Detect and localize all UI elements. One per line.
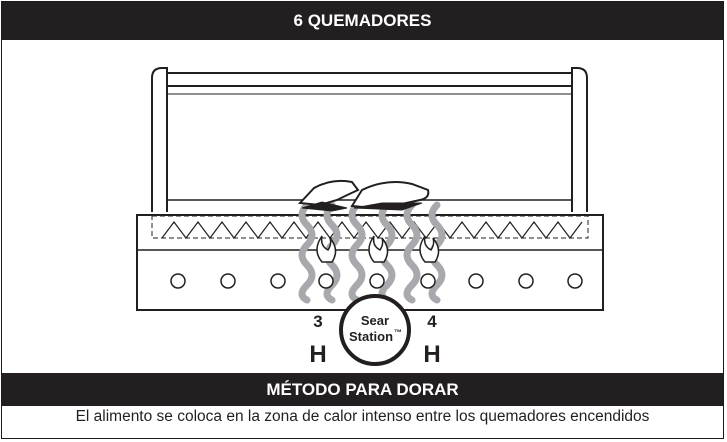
flavorizer-bars: [161, 221, 583, 239]
right-burner-number: 4: [427, 312, 437, 331]
right-burner-setting: H: [423, 341, 440, 368]
burner-flames: [316, 235, 440, 263]
trademark-mark: ™: [394, 328, 402, 337]
sear-station-line2: Station: [349, 329, 393, 344]
header-title: 6 QUEMADORES: [293, 11, 432, 30]
grill-diagram: Sear Station ™ 3 H 4 H: [136, 67, 604, 368]
header-bar: 6 QUEMADORES: [2, 2, 723, 40]
sear-station-line1: Sear: [361, 313, 389, 328]
sear-station-badge: Sear Station ™: [339, 294, 411, 366]
control-knobs: [170, 273, 583, 289]
left-burner-number: 3: [313, 312, 322, 331]
section-bar: MÉTODO PARA DORAR: [2, 373, 723, 406]
left-burner-setting: H: [309, 341, 326, 368]
section-title: MÉTODO PARA DORAR: [266, 380, 459, 399]
caption-text: El alimento se coloca en la zona de calo…: [75, 408, 650, 425]
food-steaks: [297, 179, 430, 212]
